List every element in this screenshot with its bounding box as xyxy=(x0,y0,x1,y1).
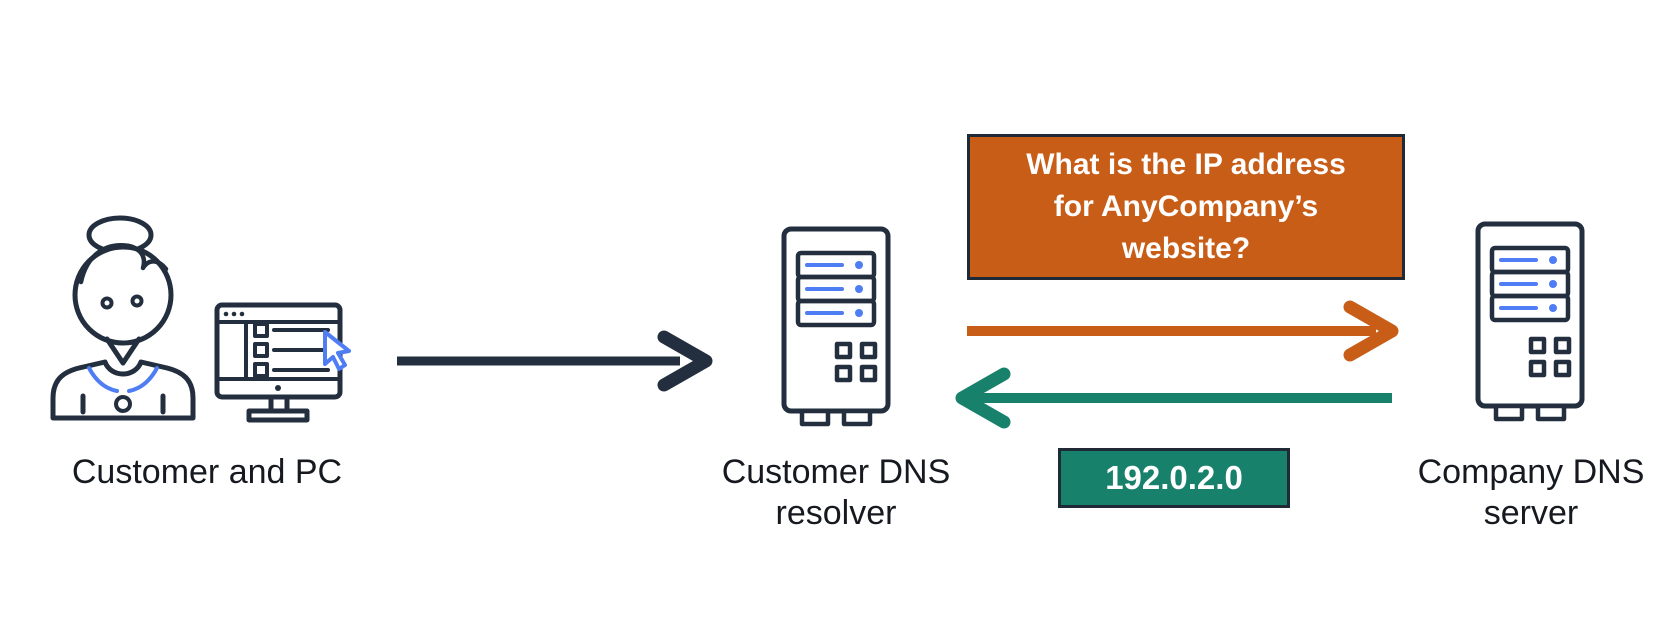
dns-answer-text: 192.0.2.0 xyxy=(1105,459,1243,496)
query-arrow-head xyxy=(1343,300,1399,362)
neck xyxy=(104,336,142,366)
shoulders xyxy=(50,359,196,421)
node-label-company-dns-server: Company DNS server xyxy=(1417,453,1645,532)
dns-query-text-line: website? xyxy=(1121,232,1251,265)
monitor-stand-base xyxy=(246,408,310,423)
collar-right xyxy=(127,366,159,393)
collar-left xyxy=(87,366,119,393)
person-icon xyxy=(50,215,196,421)
response-arrow xyxy=(955,367,1392,429)
dns-query-text-line: What is the IP address xyxy=(1026,148,1346,181)
hair-fringe xyxy=(78,243,169,285)
customer-and-pc-icon xyxy=(50,215,351,423)
dns-answer-box: 192.0.2.0 xyxy=(1058,448,1290,508)
query-arrow xyxy=(967,300,1399,362)
monitor-icon xyxy=(214,302,351,423)
dns-query-box: What is the IP address for AnyCompany’s … xyxy=(967,134,1405,280)
browser-list-rows xyxy=(253,322,330,378)
node-label-customer-and-pc: Customer and PC xyxy=(71,453,343,491)
node-label-customer-dns-resolver: Customer DNS resolver xyxy=(721,453,951,532)
request-arrow-head xyxy=(657,330,713,392)
dns-query-text-line: for AnyCompany’s xyxy=(1053,190,1319,223)
response-arrow-head xyxy=(955,367,1011,429)
request-arrow xyxy=(397,330,713,392)
cursor-icon xyxy=(323,330,351,371)
